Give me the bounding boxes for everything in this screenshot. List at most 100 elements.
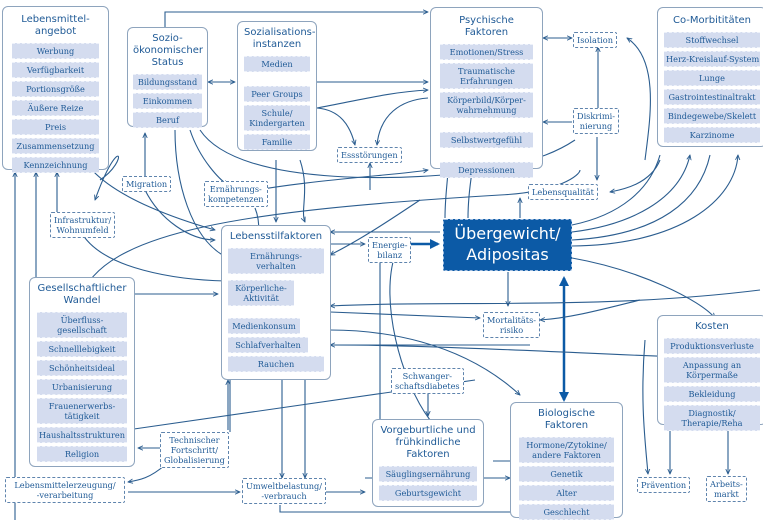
edge — [389, 255, 431, 421]
item-haushaltsstrukturen: Haushaltsstrukturen — [37, 427, 127, 443]
edge — [79, 229, 226, 281]
item-medien: Medien — [244, 56, 310, 72]
box-title: Psychische Faktoren — [459, 15, 514, 38]
item-gastrointestinaltrakt: Gastrointestinaltrakt — [664, 89, 760, 105]
box-title: Lebensstilfaktoren — [229, 231, 323, 242]
item-karzinome: Karzinome — [664, 127, 760, 143]
item-selbstwertgefuehl: Selbstwertgefühl — [440, 132, 533, 148]
edge — [316, 107, 355, 145]
edge — [377, 97, 429, 145]
node-lebensqualitaet: Lebensqualität — [528, 184, 598, 200]
edge — [467, 172, 472, 219]
edge — [128, 464, 166, 482]
box-biologische-faktoren: Biologische Faktoren Hormone/Zytokine/ a… — [510, 402, 623, 520]
box-gesellschaftlicher-wandel: Gesellschaftlicher Wandel Überfluss- ges… — [29, 277, 135, 467]
box-title: Gesellschaftlicher Wandel — [37, 283, 127, 306]
node-schwangerschaftsdiabetes: Schwanger- schaftsdiabetes — [391, 368, 464, 394]
edge — [329, 329, 520, 395]
item-einkommen: Einkommen — [133, 93, 202, 109]
item-bildungsstand: Bildungsstand — [133, 74, 202, 90]
item-frauenerwerbstaetigkeit: Frauenerwerbs- tätigkeit — [37, 398, 127, 424]
item-beruf: Beruf — [133, 112, 202, 128]
edge — [571, 155, 690, 233]
edge — [571, 154, 661, 226]
edge — [571, 154, 711, 241]
edge — [540, 299, 641, 320]
box-kosten: Kosten Produktionsverluste Anpassung an … — [657, 315, 763, 431]
node-ernaehrungskompetenzen: Ernährungs- kompetenzen — [204, 181, 268, 207]
node-infrastruktur: Infrastruktur/ Wohnumfeld — [50, 212, 116, 238]
item-schnelllebigkeit: Schnelllebigkeit — [37, 341, 127, 357]
node-energiebilanz: Energie- bilanz — [368, 237, 412, 263]
item-ueberflussgesellschaft: Überfluss- gesellschaft — [37, 312, 127, 338]
node-praevention: Prävention — [637, 477, 691, 493]
box-sozialisationsinstanzen: Sozialisations- instanzen Medien Peer Gr… — [237, 21, 317, 151]
edge — [571, 155, 738, 247]
item-geschlecht: Geschlecht — [519, 504, 614, 520]
box-title: Sozio- ökonomischer Status — [133, 33, 203, 68]
node-mortalitaetsrisiko: Mortalitäts- risiko — [483, 312, 541, 338]
central-title-line2: Adipositas — [466, 245, 549, 264]
item-saeuglingsernaehrung: Säuglingsernährung — [379, 466, 477, 482]
item-koerperbild: Körperbild/Körper- wahrnehmung — [440, 92, 533, 118]
item-medienkonsum: Medienkonsum — [228, 318, 300, 334]
item-kennzeichnung: Kennzeichnung — [12, 157, 99, 173]
edge — [79, 169, 581, 301]
box-title: Kosten — [695, 321, 729, 332]
box-title: Lebensmittel- angebot — [21, 14, 90, 37]
item-diagnostik-therapie: Diagnostik/ Therapie/Reha — [664, 405, 760, 431]
edge — [144, 189, 215, 240]
edge — [610, 159, 661, 192]
box-title: Biologische Faktoren — [538, 408, 595, 431]
node-diskriminierung: Diskrimi- nierung — [573, 108, 620, 134]
box-title: Sozialisations- instanzen — [244, 27, 316, 50]
edge — [329, 311, 480, 318]
edge — [189, 129, 228, 185]
edge — [330, 199, 421, 256]
edge — [299, 159, 305, 222]
item-herz-kreislauf: Herz-Kreislauf-System — [664, 51, 760, 67]
edge — [444, 172, 448, 219]
box-vorgeburtliche-faktoren: Vorgeburtliche und frühkindliche Faktore… — [372, 419, 484, 507]
edge — [627, 38, 651, 161]
node-migration: Migration — [122, 176, 172, 192]
box-lebensstilfaktoren: Lebensstilfaktoren Ernährungs- verhalten… — [221, 225, 331, 380]
item-hormone: Hormone/Zytokine/ andere Faktoren — [519, 437, 614, 463]
node-essstoerungen: Essstörungen — [337, 147, 402, 163]
edge — [316, 90, 428, 109]
item-emotionen-stress: Emotionen/Stress — [440, 44, 533, 60]
node-umweltbelastung: Umweltbelastung/ -verbrauch — [242, 478, 327, 504]
item-preis: Preis — [12, 119, 99, 135]
item-geburtsgewicht: Geburtsgewicht — [379, 485, 477, 501]
item-koerperliche-aktivitaet: Körperliche- Aktivität — [228, 280, 294, 306]
node-isolation: Isolation — [573, 32, 617, 48]
item-werbung: Werbung — [12, 43, 99, 59]
item-verfuegbarkeit: Verfügbarkeit — [12, 62, 99, 78]
item-religion: Religion — [37, 446, 127, 462]
item-genetik: Genetik — [519, 466, 614, 482]
box-psychische-faktoren: Psychische Faktoren Emotionen/Stress Tra… — [430, 7, 543, 178]
item-bekleidung: Bekleidung — [664, 386, 760, 402]
item-portionsgroesse: Portionsgröße — [12, 81, 99, 97]
item-aeussere-reize: Äußere Reize — [12, 100, 99, 116]
item-bindegewebe-skelett: Bindegewebe/Skelett — [664, 108, 760, 124]
edge — [571, 257, 715, 318]
edge — [330, 289, 761, 306]
item-lunge: Lunge — [664, 70, 760, 86]
box-comorbiditaeten: Co-Morbititäten Stoffwechsel Herz-Kreisl… — [657, 7, 763, 147]
item-ernaehrungsverhalten: Ernährungs- verhalten — [228, 248, 324, 274]
item-depressionen: Depressionen — [440, 162, 533, 178]
item-peer-groups: Peer Groups — [244, 86, 310, 102]
item-traumatische-erfahrungen: Traumatische Erfahrungen — [440, 63, 533, 89]
item-produktionsverluste: Produktionsverluste — [664, 338, 760, 354]
item-zusammensetzung: Zusammensetzung — [12, 138, 99, 154]
node-technischer-fortschritt: Technischer Fortschritt/ Globalisierung — [160, 432, 229, 468]
node-arbeitsmarkt: Arbeits- markt — [706, 476, 747, 502]
edge — [174, 129, 228, 259]
item-schoenheitsideal: Schönheitsideal — [37, 360, 127, 376]
item-anpassung-koerpermasse: Anpassung an Körpermaße — [664, 357, 760, 383]
box-title: Co-Morbititäten — [672, 15, 752, 26]
box-soziooekonomischer-status: Sozio- ökonomischer Status Bildungsstand… — [127, 27, 208, 128]
central-node-uebergewicht-adipositas: Übergewicht/ Adipositas — [443, 219, 572, 271]
item-urbanisierung: Urbanisierung — [37, 379, 127, 395]
